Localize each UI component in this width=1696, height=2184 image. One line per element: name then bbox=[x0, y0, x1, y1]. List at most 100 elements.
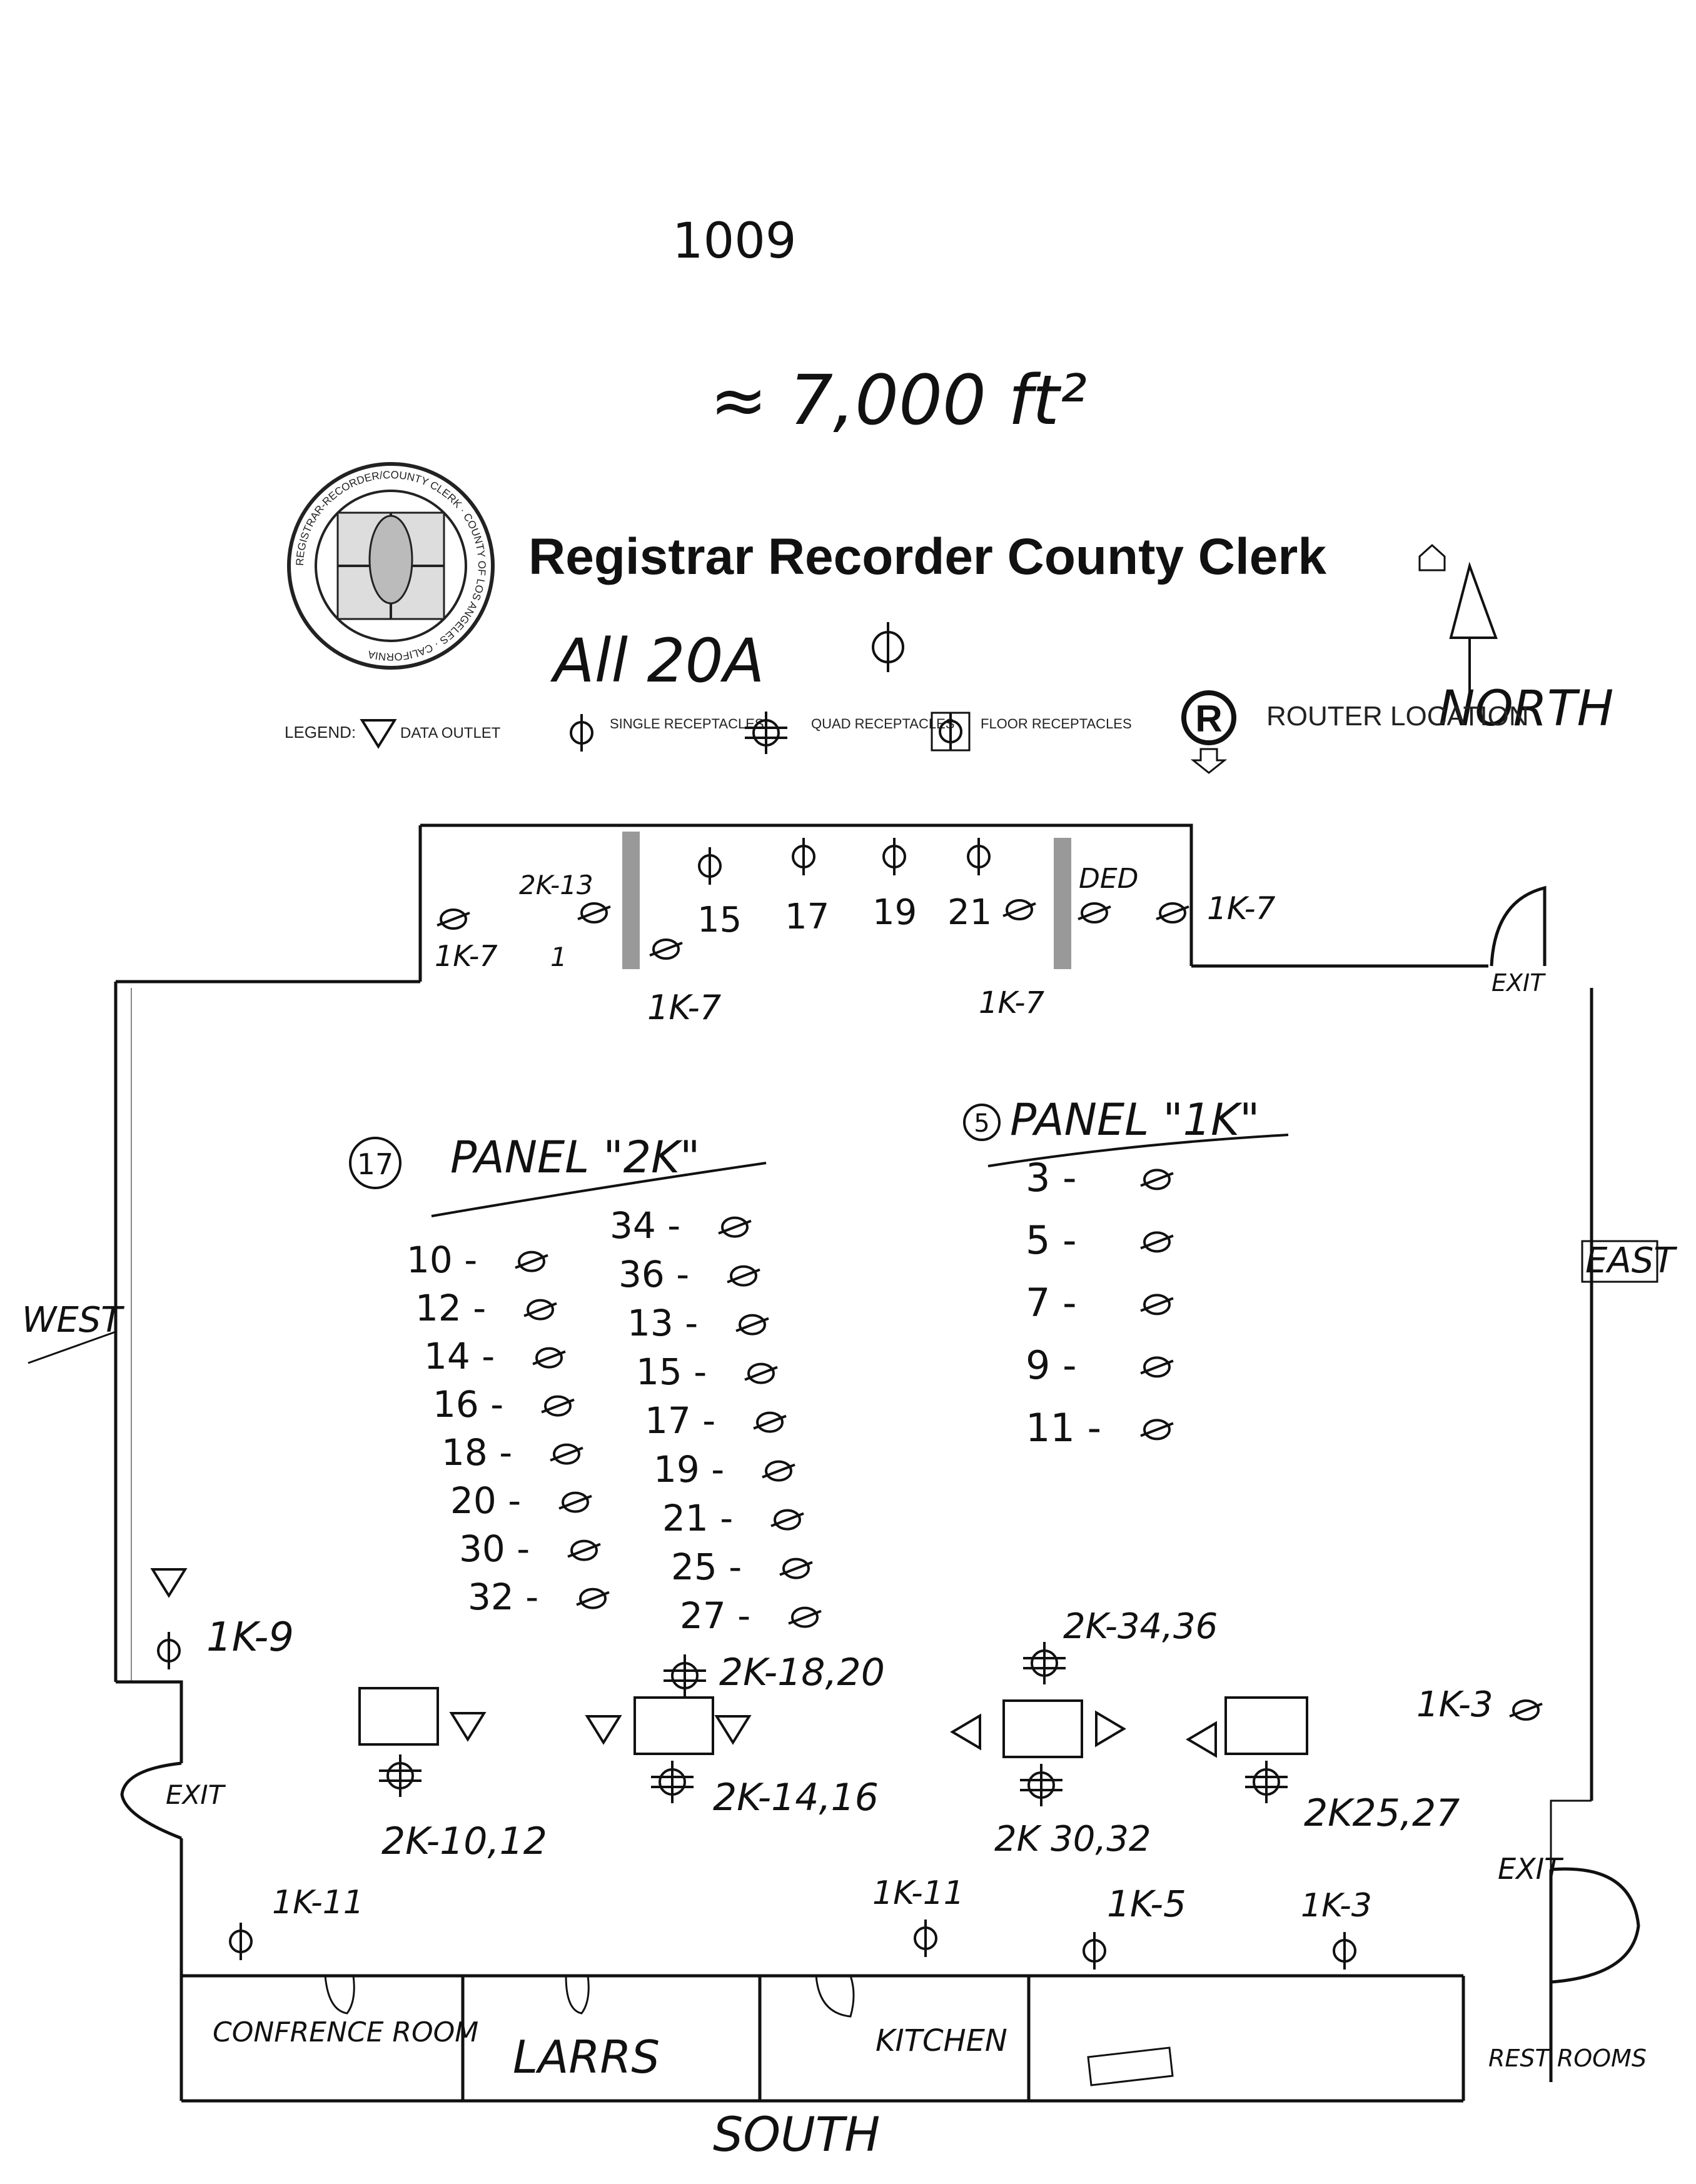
data-outlet-icon bbox=[586, 1715, 621, 1744]
room-kitchen: KITCHEN bbox=[876, 2023, 1007, 2058]
alcove-label: 1 bbox=[550, 942, 567, 972]
circuit-number: 12 - bbox=[415, 1287, 486, 1329]
legend-quad: QUAD RECEPTACLES bbox=[811, 716, 954, 732]
desk bbox=[358, 1687, 439, 1746]
receptacle-icon bbox=[1002, 899, 1037, 920]
receptacle-icon bbox=[717, 1216, 752, 1238]
room-larrs: LARRS bbox=[513, 2031, 660, 2083]
single-receptacle-icon bbox=[570, 713, 593, 753]
circuit-label: 2K-14,16 bbox=[713, 1776, 879, 1819]
receptacle-icon bbox=[436, 908, 471, 930]
alcove-partition-left bbox=[622, 832, 640, 969]
circuit-number: 17 - bbox=[645, 1399, 715, 1442]
workstation-2 bbox=[586, 1653, 750, 1804]
circuit-number: 16 - bbox=[433, 1383, 503, 1426]
single-receptacle-icon bbox=[914, 1918, 937, 1958]
panel-1k-count-circle bbox=[963, 1104, 1001, 1141]
county-seal-icon: REGISTRAR-RECORDER/COUNTY CLERK · COUNTY… bbox=[287, 462, 495, 670]
receptacle-icon bbox=[1139, 1294, 1174, 1316]
floor-receptacle-icon bbox=[872, 622, 904, 672]
alcove-number: 17 bbox=[785, 897, 829, 937]
legend-label: LEGEND: bbox=[285, 723, 356, 742]
circuit-label: 2K25,27 bbox=[1304, 1791, 1460, 1835]
quad-receptacle-icon bbox=[378, 1753, 423, 1798]
legend-floor: FLOOR RECEPTACLES bbox=[981, 716, 1132, 732]
quad-receptacle-icon bbox=[1019, 1763, 1064, 1808]
desk bbox=[1224, 1696, 1308, 1755]
router-symbol: R bbox=[1195, 698, 1222, 740]
alcove-partition-right bbox=[1054, 838, 1071, 969]
circuit-label: 2K-18,20 bbox=[719, 1651, 885, 1694]
router-location-marker bbox=[1087, 2046, 1174, 2086]
circuit-number: 7 - bbox=[1026, 1280, 1077, 1326]
circuit-label: 1K-3 bbox=[1301, 1887, 1372, 1925]
legend-router: ROUTER LOCATION bbox=[1266, 701, 1529, 732]
desk bbox=[1002, 1699, 1083, 1758]
legend-data-outlet: DATA OUTLET bbox=[400, 725, 501, 742]
panel-2k-count-circle bbox=[349, 1137, 401, 1189]
circuit-label: 1K-11 bbox=[272, 1884, 364, 1921]
circuit-number: 36 - bbox=[618, 1253, 689, 1296]
single-receptacle-icon bbox=[229, 1921, 253, 1961]
building-number: 1009 bbox=[672, 213, 797, 269]
circuit-number: 32 - bbox=[468, 1576, 538, 1618]
receptacle-icon bbox=[558, 1491, 593, 1513]
alcove-label: 1K-7 bbox=[1207, 890, 1276, 927]
circuit-number: 11 - bbox=[1026, 1405, 1101, 1451]
receptacle-icon bbox=[735, 1314, 770, 1336]
room-conference: CONFRENCE ROOM bbox=[213, 2016, 478, 2048]
circuit-label: 1K-11 bbox=[872, 1875, 964, 1912]
receptacle-icon bbox=[752, 1411, 787, 1433]
receptacle-icon bbox=[761, 1460, 796, 1482]
area-label: ≈ 7,000 ft² bbox=[710, 360, 1087, 440]
circuit-number: 14 - bbox=[424, 1335, 495, 1377]
receptacle-icon bbox=[514, 1251, 549, 1272]
quad-receptacle-icon bbox=[662, 1653, 707, 1698]
exit-label-east: EXIT bbox=[1498, 1852, 1564, 1886]
receptacle-icon bbox=[1077, 902, 1112, 923]
panel-2k-schedule: 17 PANEL "2K" 10 -12 -14 -16 -18 -20 -30… bbox=[349, 1132, 822, 1637]
quad-receptacle-icon bbox=[1022, 1641, 1067, 1686]
receptacle-icon bbox=[540, 1395, 575, 1417]
receptacle-icon bbox=[549, 1443, 584, 1465]
circuit-number: 13 - bbox=[627, 1302, 698, 1344]
circuit-number: 27 - bbox=[680, 1594, 750, 1637]
desk bbox=[633, 1696, 714, 1755]
circuit-label: 1K-5 bbox=[1107, 1883, 1186, 1925]
circuit-number: 34 - bbox=[610, 1204, 680, 1247]
panel-1k-title: PANEL "1K" bbox=[1010, 1094, 1259, 1145]
alcove-number: 15 bbox=[697, 900, 742, 940]
receptacle-icon bbox=[1139, 1419, 1174, 1441]
circuit-number: 18 - bbox=[442, 1431, 512, 1474]
data-outlet-icon bbox=[1095, 1711, 1125, 1746]
panel-2k-count: 17 bbox=[357, 1147, 394, 1181]
east-label: EAST bbox=[1585, 1240, 1677, 1281]
receptacle-icon bbox=[1139, 1356, 1174, 1378]
circuit-number: 10 - bbox=[406, 1239, 477, 1281]
page-subtitle: All 20A bbox=[550, 626, 764, 696]
receptacle-icon bbox=[744, 1362, 779, 1384]
legend-single: SINGLE RECEPTACLES bbox=[610, 716, 764, 732]
receptacle-icon bbox=[770, 1509, 805, 1531]
room-restrooms: REST ROOMS bbox=[1488, 2045, 1647, 2072]
floor-receptacle-legend-icon bbox=[931, 712, 971, 752]
data-outlet-icon bbox=[951, 1714, 981, 1749]
alcove-label: 1K-7 bbox=[435, 939, 498, 973]
circuit-number: 19 - bbox=[654, 1448, 724, 1491]
receptacle-icon bbox=[787, 1606, 822, 1628]
workstation-3 bbox=[951, 1641, 1125, 1808]
single-receptacle-icon bbox=[792, 837, 815, 877]
north-arrow-icon bbox=[1449, 561, 1498, 700]
circuit-number: 20 - bbox=[450, 1479, 521, 1522]
circuit-number: 3 - bbox=[1026, 1155, 1077, 1200]
data-outlet-icon bbox=[715, 1715, 750, 1744]
single-receptacle-icon bbox=[882, 837, 906, 877]
circuit-number: 15 - bbox=[636, 1351, 707, 1393]
circuit-label: 2K-10,12 bbox=[381, 1819, 547, 1863]
alcove-label: DED bbox=[1079, 863, 1139, 895]
circuit-number: 21 - bbox=[662, 1497, 733, 1539]
single-receptacle-icon bbox=[157, 1631, 181, 1671]
panel-2k-title: PANEL "2K" bbox=[450, 1132, 700, 1183]
alcove-label: 2K-13 bbox=[519, 870, 593, 900]
